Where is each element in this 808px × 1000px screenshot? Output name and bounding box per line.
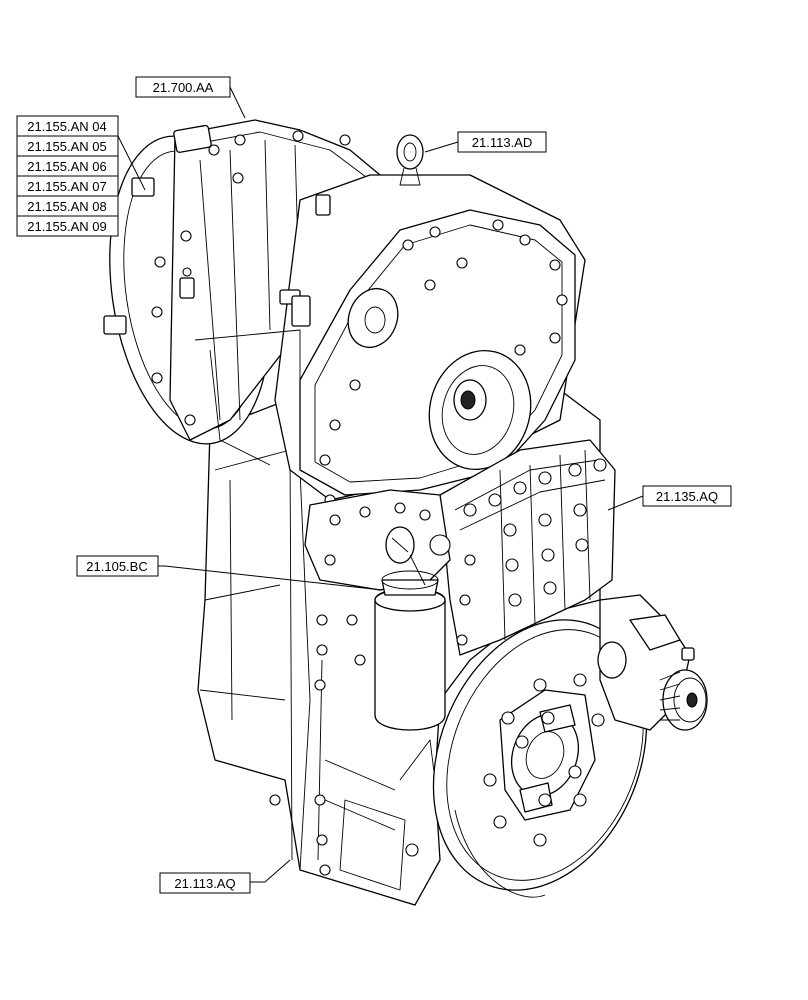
control-valve-block	[439, 439, 616, 656]
leader-lines	[117, 86, 644, 883]
callout-label: 21.105.BC	[86, 559, 147, 574]
transmission-assembly	[103, 119, 708, 906]
callout-label: 21.155.AN 04	[27, 119, 107, 134]
callout-label: 21.135.AQ	[656, 489, 718, 504]
callout-stack-155-an: 21.155.AN 04 21.155.AN 05 21.155.AN 06 2…	[16, 115, 119, 237]
lifting-eye	[396, 134, 424, 170]
callout-label: 21.113.AD	[472, 135, 532, 150]
callout-105-bc: 21.105.BC	[76, 555, 159, 577]
callout-113-ad: 21.113.AD	[457, 131, 547, 153]
callout-label: 21.155.AN 09	[27, 219, 107, 234]
callout-700-aa: 21.700.AA	[135, 76, 231, 98]
callout-label: 21.155.AN 06	[27, 159, 107, 174]
callout-113-aq: 21.113.AQ	[159, 872, 251, 894]
callout-135-aq: 21.135.AQ	[642, 485, 732, 507]
splined-shaft	[662, 669, 708, 731]
callout-label: 21.700.AA	[153, 80, 214, 95]
callout-label: 21.155.AN 08	[27, 199, 107, 214]
callout-label: 21.155.AN 05	[27, 139, 107, 154]
callout-label: 21.113.AQ	[174, 876, 235, 891]
callout-label: 21.155.AN 07	[27, 179, 107, 194]
